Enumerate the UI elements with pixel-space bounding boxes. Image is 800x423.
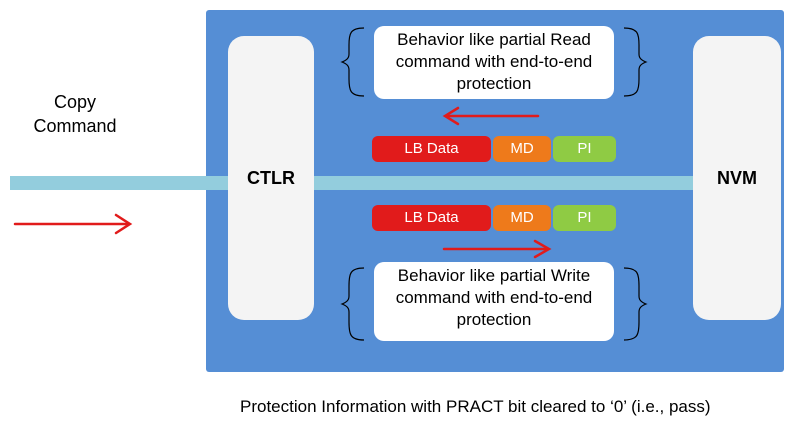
bottom-pi: PI [553, 205, 616, 231]
controller-block: CTLR [228, 36, 314, 320]
bus-to-nvm [314, 176, 694, 190]
copy-command-arrow [13, 213, 133, 235]
copy-command-label: Copy Command [33, 92, 117, 136]
top-pi: PI [553, 136, 616, 162]
nvm-label: NVM [717, 167, 757, 188]
write-behavior-box: Behavior like partial Write command with… [374, 262, 614, 341]
read-behavior-box: Behavior like partial Read command with … [374, 26, 614, 99]
bottom-lb-data: LB Data [372, 205, 491, 231]
caption: Protection Information with PRACT bit cl… [240, 397, 711, 416]
controller-label: CTLR [247, 167, 295, 188]
top-lb-data: LB Data [372, 136, 491, 162]
nvm-block: NVM [693, 36, 781, 320]
bus-to-controller [10, 176, 230, 190]
top-md: MD [493, 136, 551, 162]
bottom-md: MD [493, 205, 551, 231]
